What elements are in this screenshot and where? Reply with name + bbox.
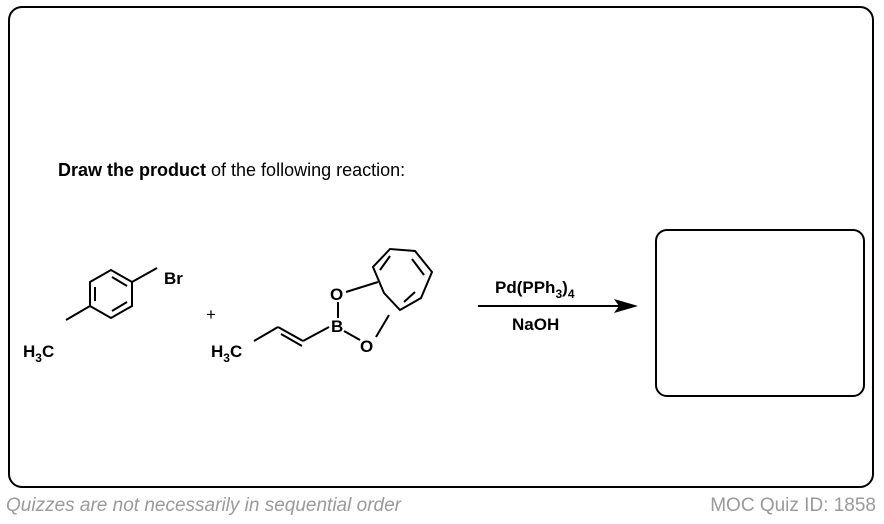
footer-note: Quizzes are not necessarily in sequentia… xyxy=(6,495,401,516)
plus-sign: + xyxy=(206,305,216,324)
reactant-propenylboronate xyxy=(253,247,434,347)
quiz-card xyxy=(8,6,874,488)
reactant-4-bromotoluene xyxy=(65,267,158,321)
methyl-label-2: H3C xyxy=(211,342,242,365)
benzene-ring-1 xyxy=(89,268,133,320)
bromine-label: Br xyxy=(164,269,183,288)
prompt-bold: Draw the product xyxy=(58,160,207,180)
oxygen-bottom-label: O xyxy=(360,337,373,356)
prompt-rest: of the following reaction: xyxy=(206,160,406,180)
reaction-arrow xyxy=(478,299,638,313)
c-br-bond xyxy=(131,267,158,283)
oxygen-top-label: O xyxy=(330,285,343,304)
base-label: NaOH xyxy=(512,315,559,334)
vinyl-boron-bond xyxy=(302,326,330,342)
answer-box[interactable] xyxy=(655,229,865,397)
quiz-id: MOC Quiz ID: 1858 xyxy=(710,495,876,516)
methyl-label-1: H3C xyxy=(23,342,54,365)
methyl-vinyl-bond xyxy=(253,326,279,342)
benzene-ring-2 xyxy=(371,247,434,312)
question-prompt: Draw the product of the following reacti… xyxy=(58,160,405,181)
o-aryl-bottom xyxy=(375,314,390,338)
o-aryl-top xyxy=(345,281,379,293)
catalyst-label: Pd(PPh3)4 xyxy=(495,278,575,301)
boron-label: B xyxy=(331,317,343,336)
alkene-bond xyxy=(277,326,304,342)
b-o-bottom-bond xyxy=(343,330,361,341)
c-ch3-bond xyxy=(65,305,91,321)
